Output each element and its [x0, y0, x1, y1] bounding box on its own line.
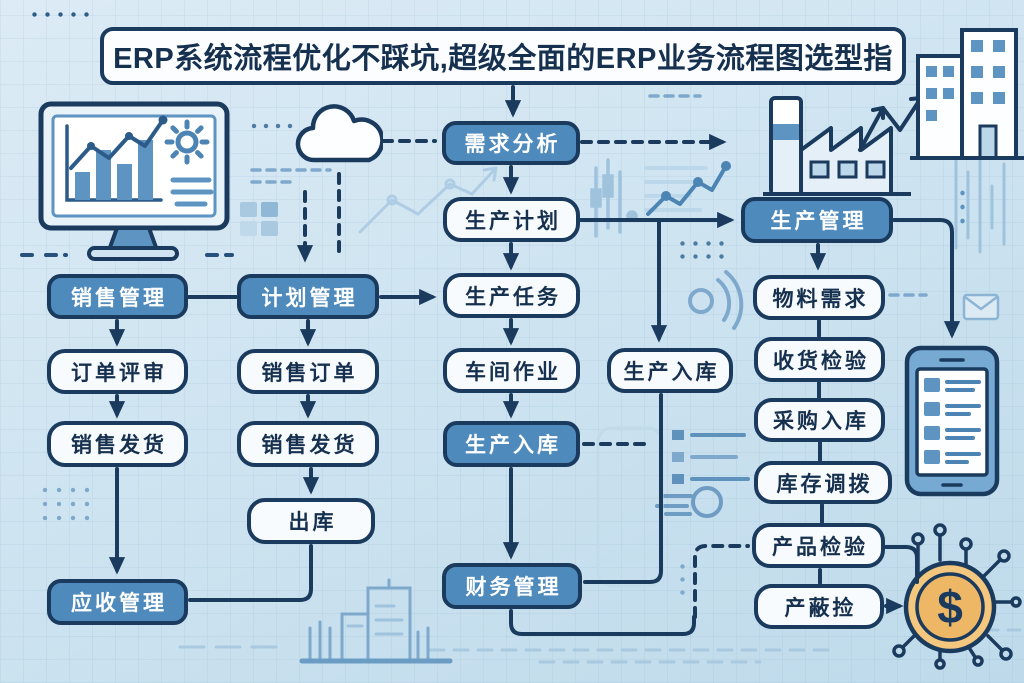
node-sales-mgmt: 销售管理: [47, 274, 188, 319]
node-sales-order: 销售订单: [237, 349, 379, 394]
node-product-inspection: 产品检验: [752, 523, 885, 568]
node-label: 生产入库: [623, 360, 720, 384]
diagram-title-text: ERP系统流程优化不踩坑,超级全面的ERP业务流程图选型指: [113, 43, 893, 75]
node-label: 物料需求: [772, 287, 869, 311]
dashed-connectors: [296, 133, 750, 619]
envelope-icon: [962, 293, 1000, 321]
node-label: 生产计划: [465, 209, 561, 233]
node-label: 库存调拨: [776, 472, 873, 496]
node-label: 销售发货: [261, 434, 358, 457]
node-label: 采购入库: [773, 410, 869, 433]
node-label: 销售订单: [261, 361, 358, 385]
node-production-plan: 生产计划: [443, 197, 580, 242]
node-sales-delivery-1: 销售发货: [47, 421, 188, 467]
cloud-icon: [295, 104, 383, 163]
building-icon: [910, 28, 1024, 160]
node-outbound: 出库: [247, 498, 375, 544]
node-finished-check: 产蔽捡: [754, 584, 884, 629]
dollar-symbol: $: [937, 581, 963, 633]
node-receiving-inspection: 收货检验: [754, 337, 885, 382]
node-label: 应收管理: [71, 592, 167, 615]
node-production-mgmt: 生产管理: [741, 197, 893, 243]
factory-icon: [763, 96, 911, 196]
node-label: 财务管理: [465, 576, 562, 599]
node-label: 订单评审: [71, 361, 167, 385]
node-material-demand: 物料需求: [753, 275, 885, 320]
node-label: 生产管理: [770, 210, 867, 233]
node-label: 生产入库: [465, 434, 561, 457]
monitor-chart-icon: [38, 101, 230, 261]
node-label: 收货检验: [773, 349, 869, 373]
node-label: 生产任务: [465, 285, 561, 309]
dollar-coin-circuit-icon: $: [892, 523, 1022, 670]
node-workshop-job: 车间作业: [443, 348, 580, 393]
node-production-inbound-white: 生产入库: [607, 348, 733, 393]
node-label: 产品检验: [772, 535, 868, 559]
node-demand-analysis: 需求分析: [442, 121, 580, 165]
node-finance-mgmt: 财务管理: [442, 563, 582, 609]
gear-icon: [164, 119, 210, 165]
diagram-title: ERP系统流程优化不踩坑,超级全面的ERP业务流程图选型指: [100, 27, 906, 85]
node-receivable-mgmt: 应收管理: [47, 579, 188, 625]
node-label: 产蔽捡: [784, 596, 857, 620]
node-label: 车间作业: [465, 360, 561, 384]
node-label: 需求分析: [464, 133, 561, 156]
node-order-review: 订单评审: [47, 349, 188, 394]
solid-connectors: [108, 85, 961, 636]
node-inventory-transfer: 库存调拨: [754, 461, 892, 504]
node-production-inbound-blue: 生产入库: [443, 421, 580, 467]
city-skyline-icon: [299, 578, 453, 664]
node-purchase-inbound: 采购入库: [754, 398, 885, 442]
node-label: 出库: [288, 511, 337, 534]
node-label: 销售发货: [71, 434, 167, 457]
node-production-task: 生产任务: [443, 273, 580, 318]
node-sales-delivery-2: 销售发货: [237, 421, 379, 467]
smartphone-icon: [904, 345, 1000, 497]
node-plan-mgmt: 计划管理: [237, 274, 379, 319]
node-label: 销售管理: [71, 286, 167, 310]
node-label: 计划管理: [261, 286, 358, 310]
